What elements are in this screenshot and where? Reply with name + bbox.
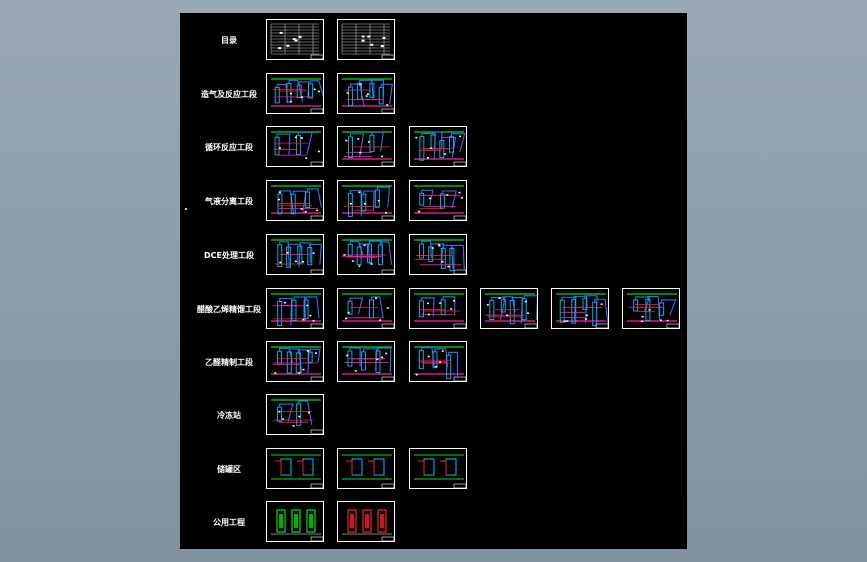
drawing-preview bbox=[414, 185, 466, 220]
drawing-preview bbox=[414, 454, 466, 488]
drawing-preview bbox=[342, 293, 394, 328]
drawing-thumbnail[interactable] bbox=[337, 73, 395, 114]
drawing-thumbnail[interactable] bbox=[551, 288, 609, 329]
drawing-row: 储罐区 bbox=[180, 447, 687, 491]
drawing-row: 公用工程 bbox=[180, 500, 687, 544]
section-label: 冷冻站 bbox=[217, 410, 241, 420]
drawing-thumbnail[interactable] bbox=[337, 448, 395, 489]
drawing-preview bbox=[270, 23, 323, 59]
drawing-preview bbox=[271, 185, 323, 220]
drawing-thumbnail[interactable] bbox=[266, 341, 324, 382]
drawing-thumbnail[interactable] bbox=[266, 448, 324, 489]
drawing-thumbnail[interactable] bbox=[409, 180, 467, 221]
drawing-thumbnail[interactable] bbox=[266, 501, 324, 542]
stray-point-marker bbox=[185, 208, 187, 210]
drawing-preview bbox=[414, 293, 466, 328]
drawing-thumbnail[interactable] bbox=[622, 288, 680, 329]
section-label: 公用工程 bbox=[213, 517, 245, 527]
drawing-thumbnail[interactable] bbox=[337, 234, 395, 275]
drawing-preview bbox=[342, 346, 394, 381]
section-label: DCE处理工段 bbox=[204, 250, 254, 260]
drawing-row: 气液分离工段 bbox=[180, 179, 687, 223]
drawing-row: 造气及反应工段 bbox=[180, 72, 687, 116]
drawing-row: 乙醛精制工段 bbox=[180, 340, 687, 384]
drawing-thumbnail[interactable] bbox=[266, 288, 324, 329]
drawing-thumbnail[interactable] bbox=[409, 234, 467, 275]
drawing-thumbnail[interactable] bbox=[409, 288, 467, 329]
section-label: 醋酸乙烯精馏工段 bbox=[197, 304, 261, 314]
drawing-thumbnail[interactable] bbox=[409, 126, 467, 167]
section-label: 循环反应工段 bbox=[205, 142, 253, 152]
section-label: 储罐区 bbox=[217, 464, 241, 474]
drawing-row: 冷冻站 bbox=[180, 393, 687, 437]
drawing-thumbnail[interactable] bbox=[337, 341, 395, 382]
drawing-preview bbox=[271, 346, 323, 381]
drawing-thumbnail[interactable] bbox=[266, 180, 324, 221]
drawing-preview bbox=[414, 131, 466, 166]
drawing-preview bbox=[414, 346, 466, 381]
drawing-preview bbox=[271, 293, 323, 328]
drawing-preview bbox=[342, 454, 394, 488]
section-label: 造气及反应工段 bbox=[201, 89, 257, 99]
drawing-preview bbox=[271, 131, 323, 166]
drawing-preview bbox=[342, 185, 394, 220]
drawing-preview bbox=[342, 78, 394, 113]
drawing-thumbnail[interactable] bbox=[337, 180, 395, 221]
drawing-thumbnail[interactable] bbox=[337, 501, 395, 542]
drawing-preview bbox=[342, 131, 394, 166]
section-label: 气液分离工段 bbox=[205, 196, 253, 206]
drawing-row: 目录 bbox=[180, 18, 687, 62]
drawing-row: 醋酸乙烯精馏工段 bbox=[180, 287, 687, 331]
drawing-thumbnail[interactable] bbox=[409, 448, 467, 489]
drawing-preview bbox=[485, 293, 537, 328]
drawing-thumbnail[interactable] bbox=[266, 126, 324, 167]
drawing-preview bbox=[627, 293, 679, 328]
drawing-thumbnail[interactable] bbox=[266, 234, 324, 275]
drawing-thumbnail[interactable] bbox=[480, 288, 538, 329]
drawing-preview bbox=[271, 239, 323, 274]
drawing-thumbnail[interactable] bbox=[266, 394, 324, 435]
drawing-preview bbox=[271, 78, 323, 113]
drawing-thumbnail[interactable] bbox=[337, 288, 395, 329]
drawing-thumbnail[interactable] bbox=[409, 341, 467, 382]
drawing-preview bbox=[271, 454, 323, 488]
drawing-thumbnail[interactable] bbox=[337, 126, 395, 167]
section-label: 乙醛精制工段 bbox=[205, 357, 253, 367]
drawing-preview bbox=[271, 399, 323, 434]
drawing-thumbnail[interactable] bbox=[266, 73, 324, 114]
drawing-preview bbox=[414, 239, 466, 274]
drawing-thumbnail[interactable] bbox=[337, 19, 395, 60]
drawing-preview bbox=[342, 239, 394, 274]
section-label: 目录 bbox=[221, 35, 237, 45]
drawing-preview bbox=[342, 509, 394, 541]
drawing-row: 循环反应工段 bbox=[180, 125, 687, 169]
drawing-preview bbox=[341, 23, 394, 59]
drawing-preview bbox=[556, 293, 608, 328]
drawing-thumbnail[interactable] bbox=[266, 19, 324, 60]
drawing-sheet: 目录造气及反应工段循环反应工段气液分离工段 DCE处理工段醋酸乙烯精馏工段乙醛精制… bbox=[180, 13, 687, 549]
drawing-preview bbox=[271, 509, 323, 541]
drawing-row: DCE处理工段 bbox=[180, 233, 687, 277]
